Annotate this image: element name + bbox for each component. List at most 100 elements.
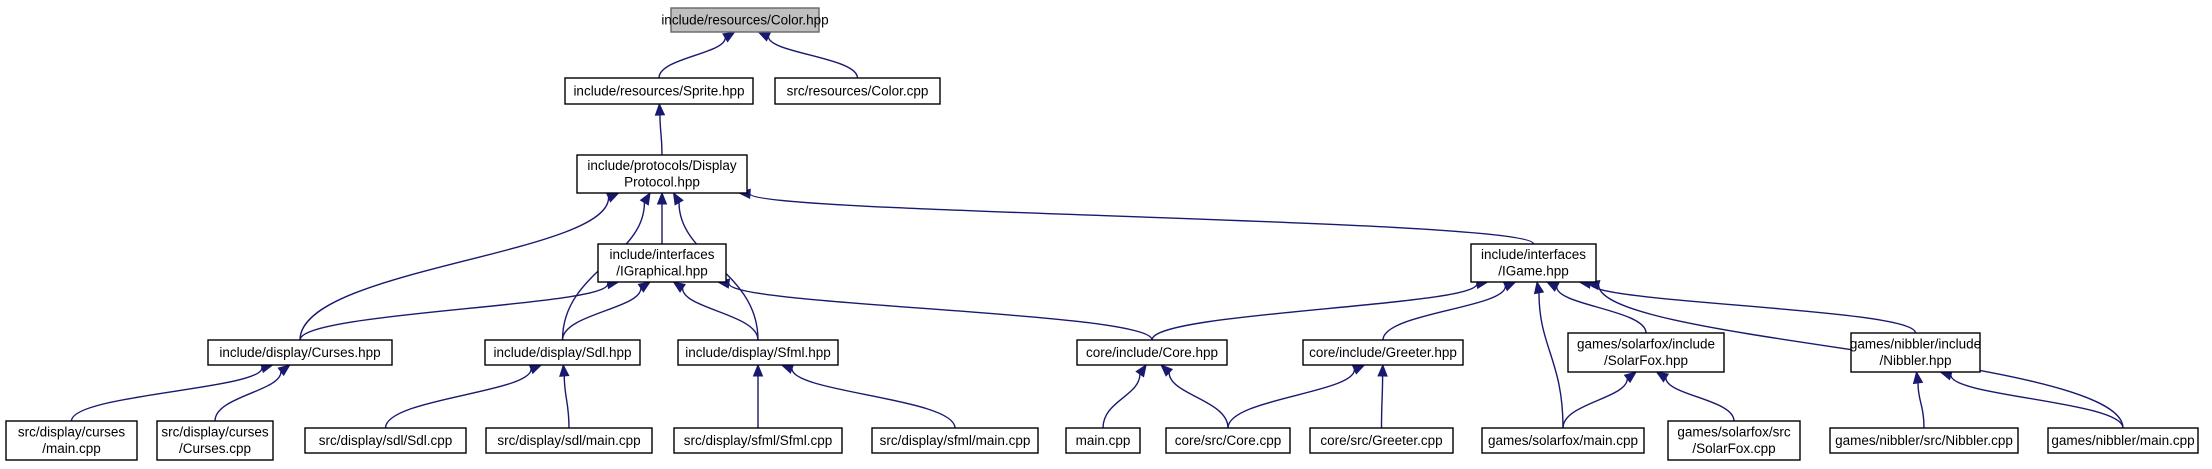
node-curses-hpp[interactable]: include/display/Curses.hpp — [207, 339, 393, 366]
node-nibbler-main[interactable]: games/nibbler/main.cpp — [2047, 427, 2199, 454]
edge-line — [1380, 375, 1384, 429]
node-box — [1481, 427, 1645, 454]
arrowhead-icon — [639, 191, 651, 206]
edge-line — [749, 193, 1535, 245]
node-label: src/display/sdl/main.cpp — [497, 433, 640, 448]
node-nibbler-hpp[interactable]: games/nibbler/include/Nibbler.hpp — [1850, 332, 1981, 373]
node-box — [673, 427, 843, 454]
edge-displayprotocol_hpp-to-igraphical_hpp — [656, 191, 668, 244]
node-solarfox-cpp[interactable]: games/solarfox/src/SolarFox.cpp — [1667, 420, 1801, 461]
node-box — [774, 77, 941, 105]
node-label: /SolarFox.cpp — [1692, 441, 1775, 456]
edge-line — [681, 288, 759, 341]
node-greeter-cpp[interactable]: core/src/Greeter.cpp — [1309, 427, 1454, 454]
edge-greeter_hpp-to-core_cpp — [1227, 364, 1366, 429]
node-color-hpp[interactable]: include/resources/Color.hpp — [661, 7, 829, 33]
node-igame-hpp[interactable]: include/interfaces/IGame.hpp — [1470, 243, 1597, 283]
edge-sfml_hpp-to-sfml_cpp — [752, 363, 764, 429]
edges-layer — [70, 31, 2124, 429]
edge-line — [1102, 374, 1141, 429]
edge-color_hpp-to-color_cpp — [757, 31, 859, 79]
node-main-cpp[interactable]: main.cpp — [1065, 427, 1141, 454]
arrowhead-icon — [1135, 363, 1147, 378]
node-label: include/display/Curses.hpp — [219, 345, 380, 360]
arrowhead-icon — [1160, 364, 1174, 377]
node-label: /SolarFox.hpp — [1604, 353, 1688, 368]
node-sdl-main[interactable]: src/display/sdl/main.cpp — [485, 427, 653, 454]
node-sfml-main[interactable]: src/display/sfml/main.cpp — [871, 427, 1039, 454]
arrowhead-icon — [672, 281, 686, 293]
edge-igraphical_hpp-to-sfml_hpp — [672, 281, 759, 341]
edge-sdl_hpp-to-sdl_main — [559, 363, 570, 429]
edge-solarfox_hpp-to-solarfox_main — [1562, 371, 1638, 429]
edge-igame_hpp-to-core_hpp — [1151, 278, 1490, 341]
edge-line — [299, 197, 610, 341]
node-solarfox-hpp[interactable]: games/solarfox/include/SolarFox.hpp — [1567, 332, 1725, 373]
node-core-hpp[interactable]: core/include/Core.hpp — [1076, 339, 1228, 366]
node-box — [1667, 420, 1801, 461]
edge-line — [1151, 283, 1478, 341]
node-label: src/display/curses — [161, 425, 269, 440]
node-sfml-cpp[interactable]: src/display/sfml/Sfml.cpp — [673, 427, 843, 454]
node-label: include/display/Sdl.hpp — [493, 345, 631, 360]
node-box — [1850, 332, 1981, 373]
node-label: include/interfaces — [1481, 247, 1586, 262]
node-color-cpp[interactable]: src/resources/Color.cpp — [774, 77, 941, 105]
node-box — [564, 77, 754, 105]
arrowhead-icon — [654, 102, 666, 116]
node-nibbler-cpp[interactable]: games/nibbler/src/Nibbler.cpp — [1829, 427, 2019, 454]
node-box — [1567, 332, 1725, 373]
edge-line — [1665, 377, 1735, 422]
node-greeter-hpp[interactable]: core/include/Greeter.hpp — [1302, 339, 1464, 366]
node-label: include/protocols/Display — [587, 158, 737, 173]
node-box — [871, 427, 1039, 454]
node-core-cpp[interactable]: core/src/Core.cpp — [1165, 427, 1291, 454]
edge-line — [1950, 374, 2124, 429]
node-box — [5, 420, 138, 461]
edge-line — [767, 36, 859, 79]
node-label: /main.cpp — [42, 441, 101, 456]
edge-igame_hpp-to-nibbler_hpp — [1578, 278, 1917, 334]
node-box — [1302, 339, 1464, 366]
node-box — [207, 339, 393, 366]
node-label: core/include/Greeter.hpp — [1309, 345, 1457, 360]
node-label: src/display/sfml/main.cpp — [880, 433, 1031, 448]
node-igraphical-hpp[interactable]: include/interfaces/IGraphical.hpp — [597, 243, 727, 283]
edge-curses_hpp-to-curses_cpp — [214, 364, 291, 422]
node-box — [1309, 427, 1454, 454]
node-solarfox-main[interactable]: games/solarfox/main.cpp — [1481, 427, 1645, 454]
edge-line — [1227, 369, 1356, 429]
edge-igame_hpp-to-greeter_hpp — [1382, 281, 1517, 341]
node-sdl-cpp[interactable]: src/display/sdl/Sdl.cpp — [304, 427, 467, 454]
node-label: games/solarfox/main.cpp — [1488, 433, 1638, 448]
edge-line — [384, 368, 532, 429]
edge-igraphical_hpp-to-curses_hpp — [299, 278, 620, 341]
node-curses-cpp[interactable]: src/display/curses/Curses.cpp — [156, 420, 274, 461]
arrowhead-icon — [722, 31, 736, 43]
node-curses-main[interactable]: src/display/curses/main.cpp — [5, 420, 138, 461]
edge-nibbler_hpp-to-nibbler_main — [1939, 370, 2124, 429]
node-sfml-hpp[interactable]: include/display/Sfml.hpp — [677, 339, 839, 366]
nodes-layer: include/resources/Color.hpp include/resou… — [5, 7, 2199, 461]
edge-line — [1562, 378, 1629, 429]
edge-igame_hpp-to-solarfox_main — [1533, 280, 1564, 429]
edge-greeter_hpp-to-greeter_cpp — [1377, 363, 1388, 429]
node-label: src/display/sfml/Sfml.cpp — [684, 433, 833, 448]
arrowhead-icon — [1912, 370, 1924, 385]
arrowhead-icon — [672, 191, 684, 206]
node-box — [1829, 427, 2019, 454]
node-sdl-hpp[interactable]: include/display/Sdl.hpp — [484, 339, 641, 366]
node-label: include/interfaces — [609, 247, 714, 262]
arrowhead-icon — [528, 364, 543, 375]
edge-line — [1917, 382, 1925, 429]
node-box — [670, 7, 820, 33]
edge-displayprotocol_hpp-to-igame_hpp — [737, 188, 1535, 245]
node-sprite-hpp[interactable]: include/resources/Sprite.hpp — [564, 77, 754, 105]
node-box — [1065, 427, 1141, 454]
edge-line — [1382, 286, 1507, 341]
arrowhead-icon — [559, 363, 570, 377]
node-label: src/display/sdl/Sdl.cpp — [319, 433, 453, 448]
arrowhead-icon — [656, 191, 668, 205]
